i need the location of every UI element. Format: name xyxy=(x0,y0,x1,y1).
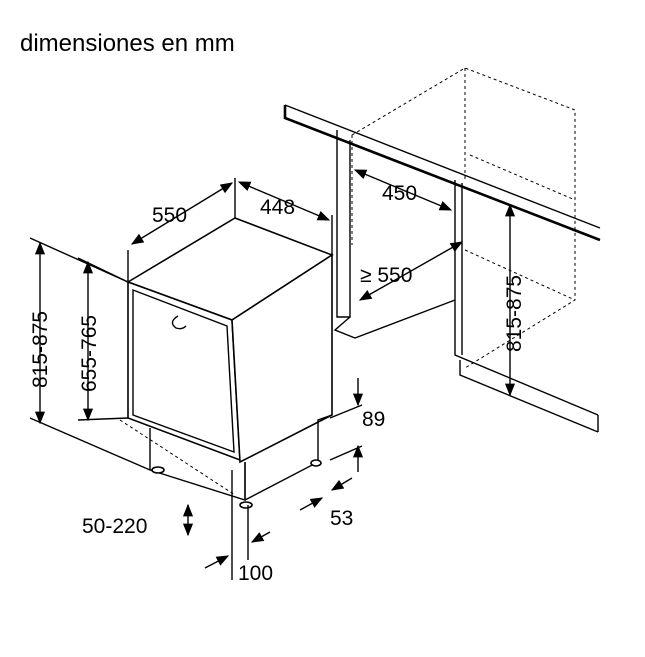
label-width: 448 xyxy=(260,196,295,219)
foot-icon xyxy=(310,459,322,467)
diagram-title: dimensiones en mm xyxy=(20,30,235,57)
label-plinth-depth: 53 xyxy=(330,507,353,530)
dimension-labels: 550 448 450 ≥ 550 815-875 815-875 655-76… xyxy=(29,182,526,585)
installation-niche xyxy=(283,67,601,433)
label-plinth-height: 89 xyxy=(362,408,385,431)
label-foot-adjust: 50-220 xyxy=(82,515,147,538)
label-niche-width: 450 xyxy=(382,182,417,205)
dishwasher-body xyxy=(119,217,334,509)
door-handle-icon xyxy=(171,315,187,330)
foot-icon xyxy=(151,466,165,474)
label-depth: 550 xyxy=(152,204,187,227)
label-door-offset: 100 xyxy=(238,562,273,585)
label-niche-height: 815-875 xyxy=(503,275,526,352)
foot-icon xyxy=(239,501,253,509)
label-total-height: 815-875 xyxy=(29,311,52,388)
dimension-lines xyxy=(29,169,516,580)
label-body-height: 655-765 xyxy=(78,315,101,392)
label-niche-depth: ≥ 550 xyxy=(360,264,412,287)
